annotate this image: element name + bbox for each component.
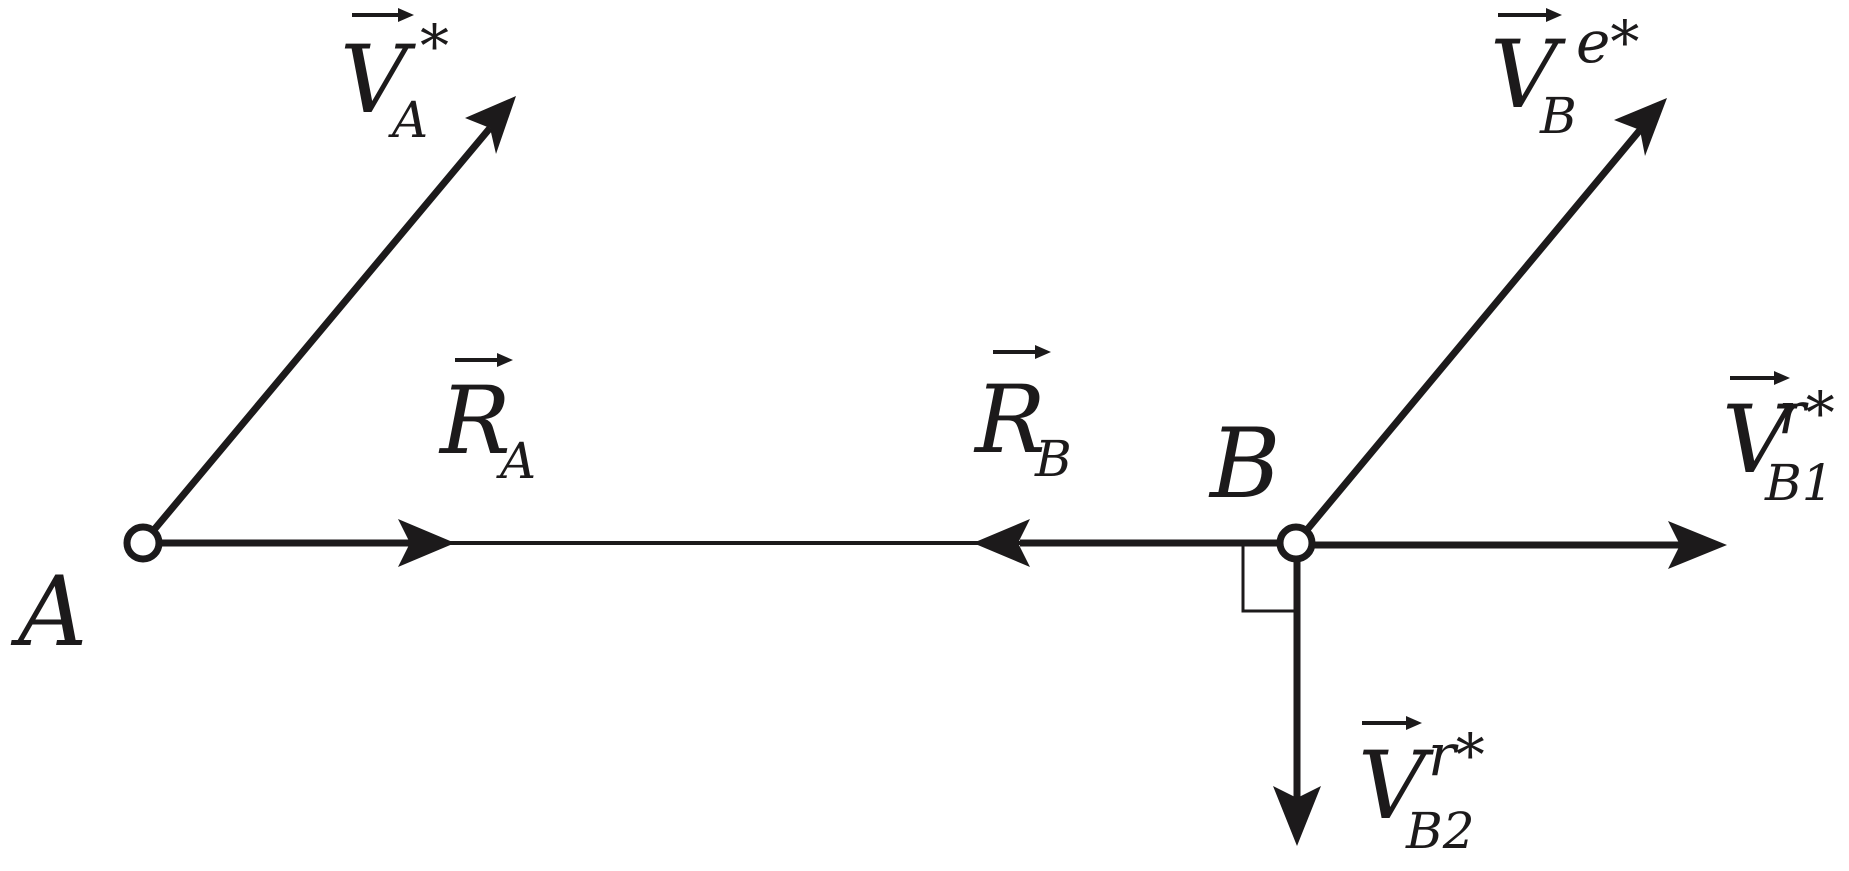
label-ra-overarrow-head	[497, 353, 513, 367]
right-angle-marker	[1241, 545, 1297, 613]
label-vb1-main: V	[1722, 386, 1798, 495]
label-rb-sub: B	[1034, 430, 1072, 488]
label-va-overarrow-head	[398, 8, 414, 22]
label-vb1-sub: B1	[1764, 454, 1834, 512]
label-va-sup: *	[420, 12, 449, 80]
arrow-rb-head	[973, 519, 1030, 567]
label-vb2-main: V	[1358, 732, 1434, 841]
arrow-vbe-shaft	[1293, 127, 1643, 546]
label-va-sub: A	[388, 91, 428, 149]
label-vb1-sup: r*	[1778, 379, 1835, 447]
label-ra-main: R	[438, 367, 511, 476]
label-vb1: V B1 r*	[1722, 371, 1835, 512]
label-va: V A *	[340, 8, 449, 149]
label-vbe-overarrow-head	[1546, 8, 1562, 22]
label-vb1-overarrow-head	[1774, 371, 1790, 385]
arrow-va-shaft	[140, 125, 493, 546]
label-va-main: V	[340, 26, 416, 135]
label-vb2-sup: r*	[1428, 721, 1485, 789]
label-vb2-sub: B2	[1405, 802, 1475, 860]
label-vbe-sub: B	[1539, 87, 1577, 145]
point-b-node	[1276, 523, 1316, 563]
arrow-vbe-head	[1614, 98, 1667, 156]
label-vbe-main: V	[1490, 21, 1566, 130]
label-ra-sub: A	[496, 432, 536, 490]
arrow-vb2-head	[1273, 786, 1321, 846]
point-a-label: A	[10, 556, 87, 668]
point-a-node	[123, 523, 163, 563]
label-rb-main: R	[973, 366, 1046, 475]
label-vbe-sup: e*	[1576, 8, 1639, 76]
label-ra: R A	[438, 353, 536, 490]
arrow-vb1-head	[1668, 521, 1727, 569]
label-rb-overarrow-head	[1035, 345, 1051, 359]
arrow-va-head	[465, 96, 516, 154]
point-b-label: B	[1208, 408, 1281, 520]
arrow-ra-head	[398, 519, 455, 567]
label-rb: R B	[973, 345, 1072, 488]
label-vb2-overarrow-head	[1406, 716, 1422, 730]
label-vbe: V B e*	[1490, 8, 1639, 145]
label-vb2: V B2 r*	[1358, 716, 1485, 860]
